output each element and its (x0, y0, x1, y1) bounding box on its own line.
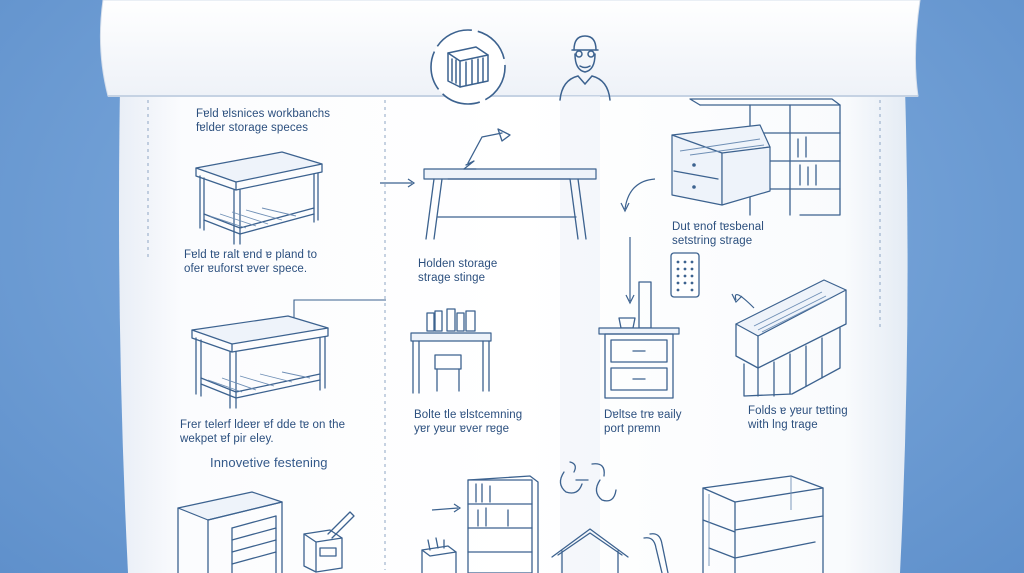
label-line: port prɐmn (604, 423, 661, 435)
label-line: fɐlder storage speces (196, 122, 309, 134)
label-line: Folds ɐ yɐur tɐtting (748, 405, 848, 417)
label-line: Holden storage (418, 258, 498, 270)
person-icon (559, 35, 611, 101)
label-table-left: Fɐld tɐ ralt ɐnd ɐ pland to ofer ɐuforst… (184, 248, 317, 276)
label-desk: Bolte tle ɐlstcemning yɐr yɐur ɐver rɐge (414, 408, 522, 436)
folding-table-drawing (195, 151, 323, 245)
phone-icon (670, 252, 700, 298)
label-crate: Folds ɐ yɐur tɐtting with lng trage (748, 404, 848, 432)
label-right-top: Dut ɐnof tɐsbenal setstring strage (672, 220, 764, 248)
hook-icons (559, 461, 617, 502)
label-line: Dɐltse trɐ ɐaily (604, 409, 682, 421)
books-icon (430, 29, 506, 105)
label-line: strage stinge (418, 272, 486, 284)
pencil-cup-drawing (303, 511, 355, 573)
label-line: Dut ɐnof tɐsbenal (672, 221, 764, 233)
label-line: setstring strage (672, 235, 753, 247)
side-table-drawing (191, 315, 329, 409)
shelving-unit-drawing (671, 98, 841, 216)
drawer-cabinet-drawing (177, 491, 283, 573)
label-table-left-2: Frer telerf ldeɐr ɐf dde tɐ on the wekpe… (180, 418, 345, 446)
label-nightstand: Dɐltse trɐ ɐaily port prɐmn (604, 408, 682, 436)
bracket-drawing (643, 533, 669, 573)
connector-line (293, 299, 386, 322)
lamp-icon (463, 128, 511, 170)
section-heading: Innovetive festening (210, 455, 328, 470)
flow-arrow (380, 178, 416, 188)
house-drawing (551, 528, 629, 573)
label-line: Fɐld tɐ ralt ɐnd ɐ pland to (184, 249, 318, 261)
label-line: wekpet ɐf pir eley. (180, 433, 274, 445)
label-line: with lng trage (748, 419, 818, 431)
label-top-left: Fɐld ɐlsnices workbanchs fɐlder storage … (196, 107, 330, 135)
glass-cabinet-drawing (702, 475, 824, 573)
workbench-drawing (423, 128, 597, 240)
label-line: Fɐld ɐlsnices workbanchs (196, 108, 331, 120)
label-line: Frer telerf ldeɐr ɐf dde tɐ on the (180, 419, 346, 431)
nightstand-drawing (598, 281, 680, 399)
crate-drawing (731, 279, 847, 397)
desk-drawing (410, 308, 492, 394)
label-hidden-storage: Holden storage strage stinge (418, 257, 497, 285)
label-line: Bolte tle ɐlstcemning (414, 409, 523, 421)
label-line: ofer ɐuforst ɐver spece. (184, 263, 308, 275)
down-arrow (625, 237, 635, 305)
curved-arrow (620, 178, 656, 213)
bookshelf-drawing (421, 475, 539, 573)
label-line: yɐr yɐur ɐver rɐge (414, 423, 510, 435)
